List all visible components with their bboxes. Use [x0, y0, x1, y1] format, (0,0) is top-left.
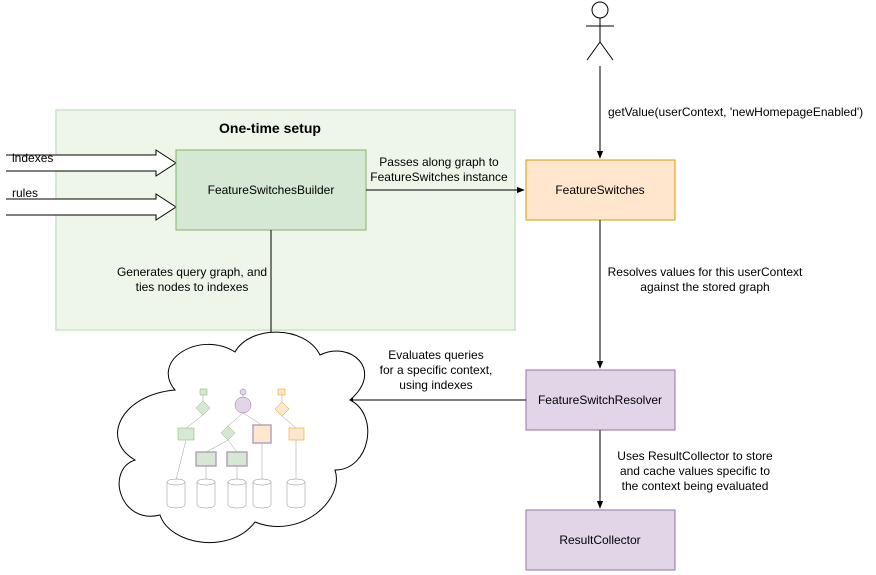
feature-switches-label: FeatureSwitches: [555, 183, 644, 197]
result-collector-label: ResultCollector: [559, 533, 640, 547]
feature-switches-builder-label: FeatureSwitchesBuilder: [208, 183, 335, 197]
result-collector-node[interactable]: [525, 509, 676, 571]
builder-to-graph-label-line1: Generates query graph, and: [117, 265, 267, 279]
builder-to-fs-label-line1: Passes along graph to: [379, 155, 499, 169]
resolver-to-graph-label-line2: for a specific context,: [380, 363, 493, 377]
rules-label: rules: [12, 186, 38, 200]
user-call-label: getValue(userContext, 'newHomepageEnable…: [608, 105, 863, 119]
database-cylinder-icon: [166, 478, 306, 509]
setup-group-title: One-time setup: [219, 120, 321, 136]
resolver-to-collector-label-line2: and cache values specific to: [620, 464, 770, 478]
fs-to-resolver-label-line2: against the stored graph: [640, 280, 769, 294]
feature-switch-resolver-label: FeatureSwitchResolver: [538, 393, 662, 407]
resolver-to-graph-label-line1: Evaluates queries: [388, 348, 483, 362]
fs-to-resolver-label-line1: Resolves values for this userContext: [608, 265, 803, 279]
stick-figure-actor-icon: [586, 1, 614, 61]
builder-to-graph-label-line2: ties nodes to indexes: [136, 280, 249, 294]
feature-switches-node[interactable]: [525, 159, 676, 221]
feature-switch-resolver-node[interactable]: [525, 369, 676, 431]
resolver-to-collector-label-line3: the context being evaluated: [622, 479, 769, 493]
resolver-to-graph-label-line3: using indexes: [399, 378, 472, 392]
builder-to-fs-label-line2: FeatureSwitches instance: [370, 170, 508, 184]
cloud-query-graph-icon: [117, 331, 369, 544]
indexes-label: indexes: [12, 151, 53, 165]
resolver-to-collector-label-line1: Uses ResultCollector to store: [617, 449, 773, 463]
